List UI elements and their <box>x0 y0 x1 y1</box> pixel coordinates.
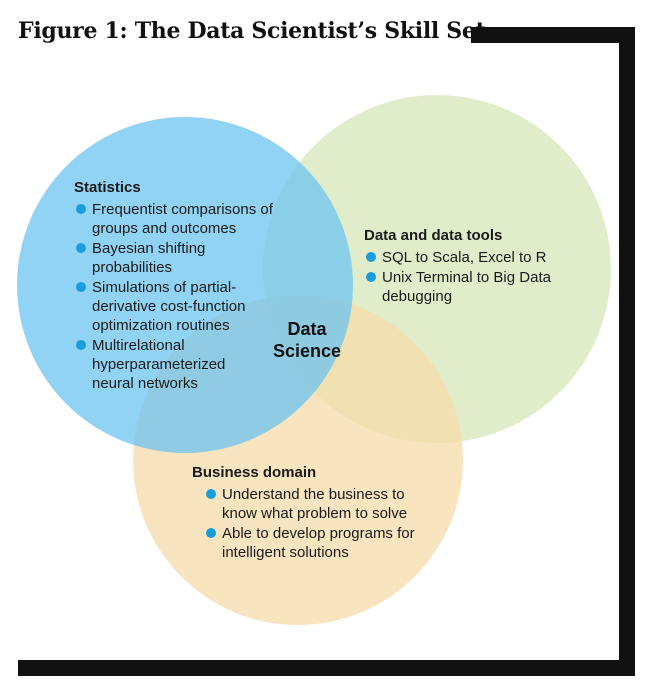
list-item: Able to develop programs for intelligent … <box>204 524 442 562</box>
business-block: Business domain Understand the business … <box>192 463 442 563</box>
tools-heading: Data and data tools <box>364 227 503 244</box>
list-item: Unix Terminal to Big Data debugging <box>364 268 584 306</box>
frame-right-bar <box>619 27 635 676</box>
item-line: debugging <box>382 288 453 305</box>
item-line: Unix Terminal to Big Data <box>382 269 551 286</box>
item-line: derivative cost-function <box>92 298 246 315</box>
bullet-icon <box>76 340 86 350</box>
item-line: know what problem to solve <box>222 505 408 522</box>
bullet-icon <box>76 243 86 253</box>
bullet-icon <box>366 272 376 282</box>
center-label-line: Science <box>272 341 342 361</box>
bullet-icon <box>76 282 86 292</box>
item-line: Simulations of partial- <box>92 279 237 296</box>
item-line: hyperparameterized <box>92 356 226 373</box>
tools-block: Data and data tools SQL to Scala, Excel … <box>364 226 584 307</box>
business-list: Understand the business to know what prob… <box>204 485 442 562</box>
list-item: Simulations of partial-derivative cost-f… <box>74 278 304 335</box>
item-line: Bayesian shifting <box>92 240 206 257</box>
frame-bottom-bar <box>18 660 635 676</box>
item-line: SQL to Scala, Excel to R <box>382 249 547 266</box>
statistics-heading: Statistics <box>74 179 141 196</box>
item-line: probabilities <box>92 259 173 276</box>
item-line: optimization routines <box>92 317 230 334</box>
statistics-list: Frequentist comparisons of groups and out… <box>74 200 304 393</box>
bullet-icon <box>206 489 216 499</box>
statistics-circle <box>17 117 353 453</box>
item-line: groups and outcomes <box>92 220 237 237</box>
bullet-icon <box>206 528 216 538</box>
center-label-line: Data <box>287 319 327 339</box>
list-item: Understand the business to know what prob… <box>204 485 442 523</box>
item-line: Frequentist comparisons of <box>92 201 273 218</box>
item-line: neural networks <box>92 375 198 392</box>
center-label: Data Science <box>262 318 352 362</box>
item-line: Multirelational <box>92 337 185 354</box>
figure-title: Figure 1: The Data Scientist’s Skill Set <box>18 18 486 44</box>
tools-list: SQL to Scala, Excel to R Unix Terminal t… <box>364 248 584 306</box>
list-item: Multirelational hyperparameterized neural … <box>74 336 304 393</box>
statistics-block: Statistics Frequentist comparisons of gro… <box>74 178 304 394</box>
bullet-icon <box>76 204 86 214</box>
list-item: SQL to Scala, Excel to R <box>364 248 584 267</box>
list-item: Frequentist comparisons of groups and out… <box>74 200 304 238</box>
business-heading: Business domain <box>192 464 317 481</box>
item-line: intelligent solutions <box>222 544 349 561</box>
frame-top-bar <box>471 27 635 43</box>
item-line: Understand the business to <box>222 486 405 503</box>
bullet-icon <box>366 252 376 262</box>
list-item: Bayesian shifting probabilities <box>74 239 304 277</box>
item-line: Able to develop programs for <box>222 525 415 542</box>
